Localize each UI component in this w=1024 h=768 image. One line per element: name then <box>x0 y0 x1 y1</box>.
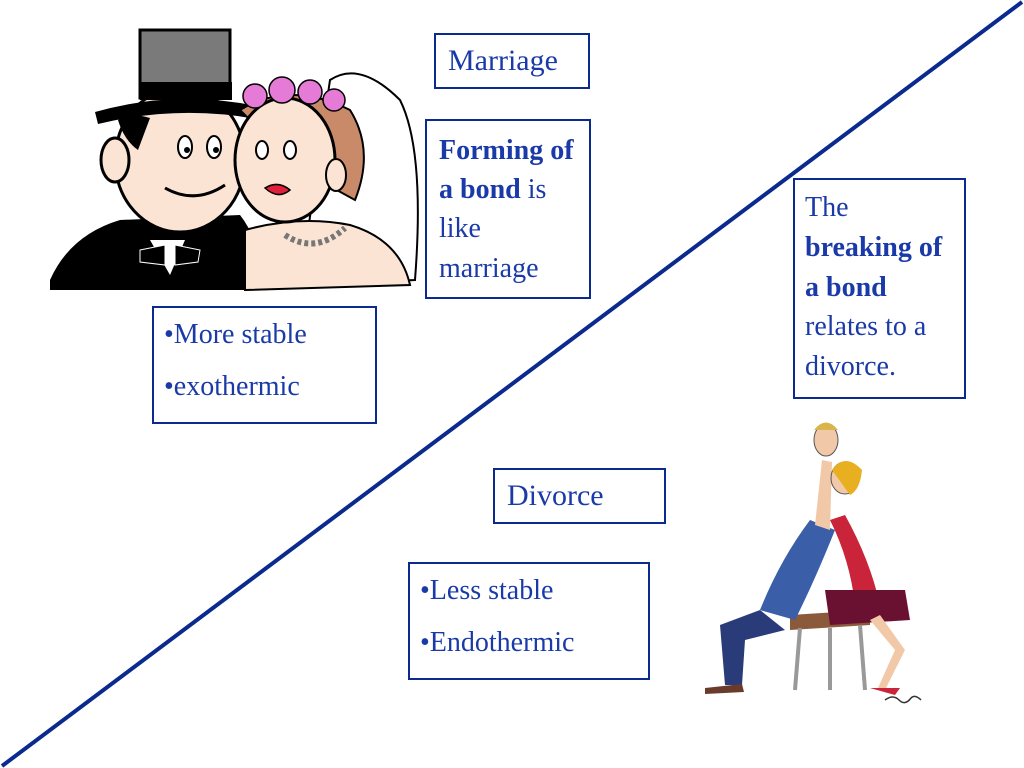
marriage-label: Marriage <box>448 44 558 77</box>
breaking-bond-box: The breaking of a bond relates to a divo… <box>793 178 966 399</box>
divorce-prop-1: •Less stable <box>420 575 554 606</box>
breaking-bond-bold: breaking of a bond <box>805 231 943 303</box>
marriage-prop-2: •exothermic <box>164 370 300 402</box>
divorce-properties-box: •Less stable •Endothermic <box>408 562 650 680</box>
divorce-label: Divorce <box>507 479 604 512</box>
forming-bond-bold: Forming of a bond <box>439 135 574 206</box>
marriage-label-box: Marriage <box>434 33 590 89</box>
forming-bond-rest: is like marriage <box>439 174 547 284</box>
breaking-bond-pre: The <box>805 192 849 223</box>
forming-bond-box: Forming of a bond is like marriage <box>425 119 591 299</box>
divorce-label-box: Divorce <box>493 468 666 524</box>
marriage-prop-1: •More stable <box>164 319 307 350</box>
marriage-properties-box: •More stable •exothermic <box>152 306 377 424</box>
divorce-prop-2: •Endothermic <box>420 626 575 658</box>
breaking-bond-rest: relates to a divorce. <box>805 311 927 382</box>
